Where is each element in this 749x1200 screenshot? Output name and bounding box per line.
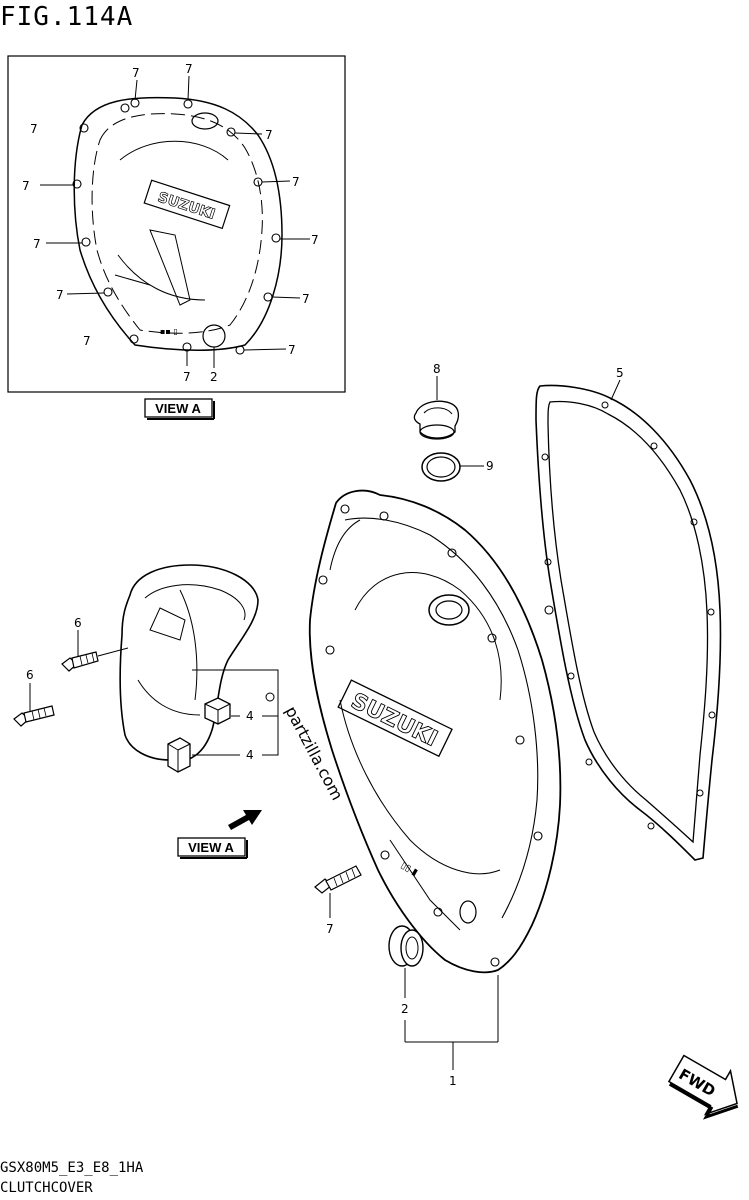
clutch-cover-gasket [535,384,722,861]
figure-title: FIG.114A [0,2,134,32]
view-arrow [228,810,262,830]
inset-view-a-tag: VIEW A [144,398,215,420]
cover-guard [119,564,259,762]
main-view-a-tag: VIEW A [177,837,248,859]
inset-view-a-label: VIEW A [155,401,201,416]
guard-bolt-upper [61,651,99,672]
inset-suzuki-logo: SUZUKI [156,189,217,222]
inset-label-7: 7 [30,122,38,136]
label-2: 2 [401,1002,409,1016]
label-4: 4 [246,709,254,723]
inset-label-7: 7 [265,128,273,142]
clutch-cover: SUZUKI ▯▯ ▮ [308,489,562,974]
inset-label-7: 7 [56,288,64,302]
o-ring [421,452,461,482]
inset-label-7: 7 [33,237,41,251]
plug [388,925,424,967]
svg-text:▪▪ ▯: ▪▪ ▯ [160,327,178,336]
damper-lower [167,737,191,773]
inset-label-7: 7 [288,343,296,357]
inset-label-7: 7 [185,62,193,76]
inset-label-7: 7 [183,370,191,384]
oil-filler-cap [413,400,460,440]
cover-bolt [314,865,362,894]
inset-view-box: SUZUKI ▪▪ ▯ [7,55,346,393]
label-7: 7 [326,922,334,936]
guard-bolt-lower [13,705,55,727]
label-5: 5 [616,366,624,380]
inset-label-7: 7 [22,179,30,193]
label-9: 9 [486,459,494,473]
inset-label-7: 7 [292,175,300,189]
label-1: 1 [449,1074,457,1088]
label-4: 4 [246,748,254,762]
inset-clutch-cover-outline [73,96,283,351]
label-6: 6 [74,616,82,630]
inset-label-7: 7 [83,334,91,348]
inset-label-2: 2 [210,370,218,384]
inset-label-7: 7 [302,292,310,306]
inset-label-7: 7 [132,66,140,80]
footer-model-code: GSX80M5_E3_E8_1HA [0,1160,144,1176]
label-8: 8 [433,362,441,376]
inset-plug [202,324,226,348]
footer-part-name: CLUTCHCOVER [0,1180,93,1196]
label-6: 6 [26,668,34,682]
inset-label-7: 7 [311,233,319,247]
main-view-a-label: VIEW A [188,840,234,855]
damper-upper [204,697,231,725]
fwd-direction-arrow: FWD [667,1054,739,1120]
